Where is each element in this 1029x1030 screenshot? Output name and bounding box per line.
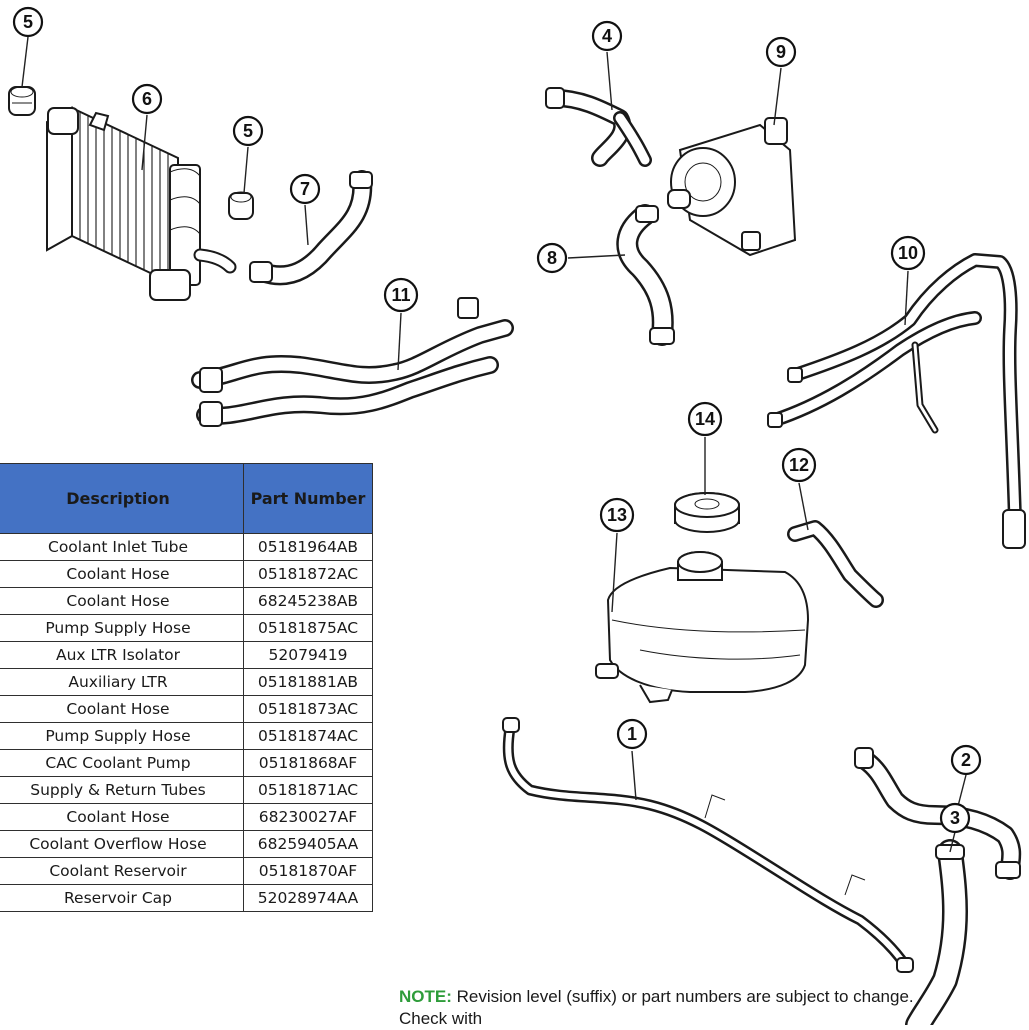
part-description: Auxiliary LTR	[0, 668, 244, 696]
callout-11: 11	[383, 277, 419, 313]
revision-note: NOTE: Revision level (suffix) or part nu…	[399, 986, 919, 1030]
callout-1: 1	[616, 718, 648, 750]
svg-text:6: 6	[142, 89, 152, 109]
part-description: Coolant Hose	[0, 587, 244, 615]
part-number: 68259405AA	[243, 830, 373, 858]
part-number: 68245238AB	[243, 587, 373, 615]
coolant-hose-2-drawing	[854, 747, 1022, 880]
part-number: 05181964AB	[243, 533, 373, 561]
callout-13: 13	[599, 497, 635, 533]
part-description: Coolant Overflow Hose	[0, 830, 244, 858]
pump-supply-hose-8-drawing	[616, 204, 675, 346]
description-header: Description	[0, 463, 244, 534]
leader-lines	[21, 36, 967, 853]
part-number: 05181868AF	[243, 749, 373, 777]
part-description: CAC Coolant Pump	[0, 749, 244, 777]
callout-3: 3	[939, 802, 971, 834]
part-description: Coolant Hose	[0, 803, 244, 831]
part-description: Reservoir Cap	[0, 884, 244, 912]
svg-text:3: 3	[950, 808, 960, 828]
part-number: 52079419	[243, 641, 373, 669]
part-description: Pump Supply Hose	[0, 614, 244, 642]
table-header-row: Description Part Number	[0, 463, 373, 534]
svg-text:7: 7	[300, 179, 310, 199]
part-number: 68230027AF	[243, 803, 373, 831]
part-number: 05181870AF	[243, 857, 373, 885]
callout-9: 9	[765, 36, 797, 68]
callout-14: 14	[687, 401, 723, 437]
svg-text:4: 4	[602, 26, 612, 46]
callout-2: 2	[950, 744, 982, 776]
part-description: Coolant Inlet Tube	[0, 533, 244, 561]
isolator-top-left	[8, 86, 36, 116]
part-description: Pump Supply Hose	[0, 722, 244, 750]
callout-6: 6	[131, 83, 163, 115]
coolant-hose-11-drawing	[191, 297, 514, 427]
svg-text:2: 2	[961, 750, 971, 770]
callout-5-top-left: 5	[12, 6, 44, 38]
callout-10: 10	[890, 235, 926, 271]
coolant-inlet-tube-drawing	[502, 717, 914, 973]
svg-text:13: 13	[607, 505, 627, 525]
svg-text:11: 11	[391, 285, 410, 305]
callout-4: 4	[591, 20, 623, 52]
callout-7: 7	[289, 173, 321, 205]
svg-text:10: 10	[898, 243, 918, 263]
part-number: 05181874AC	[243, 722, 373, 750]
part-number: 52028974AA	[243, 884, 373, 912]
svg-text:14: 14	[695, 409, 715, 429]
callout-5-middle: 5	[232, 115, 264, 147]
part-number: 05181875AC	[243, 614, 373, 642]
callout-12: 12	[781, 447, 817, 483]
note-label: NOTE:	[399, 987, 452, 1006]
part-description: Aux LTR Isolator	[0, 641, 244, 669]
part-number: 05181871AC	[243, 776, 373, 804]
coolant-hose-7-drawing	[249, 170, 373, 286]
part-number: 05181872AC	[243, 560, 373, 588]
svg-text:8: 8	[547, 248, 557, 268]
part-number: 05181873AC	[243, 695, 373, 723]
note-text: Revision level (suffix) or part numbers …	[399, 987, 914, 1028]
cac-coolant-pump-drawing	[667, 117, 797, 257]
reservoir-cap-drawing	[674, 492, 740, 533]
part-description: Coolant Reservoir	[0, 857, 244, 885]
part-number: 05181881AB	[243, 668, 373, 696]
pump-supply-hose-4-drawing	[545, 87, 652, 167]
svg-text:1: 1	[627, 724, 637, 744]
coolant-overflow-hose-drawing	[787, 520, 884, 608]
part-description: Coolant Hose	[0, 695, 244, 723]
auxiliary-ltr-drawing	[46, 106, 237, 301]
callout-8: 8	[536, 242, 568, 274]
part-description: Coolant Hose	[0, 560, 244, 588]
coolant-hose-3-drawing	[905, 839, 968, 1025]
svg-text:9: 9	[776, 42, 786, 62]
parts-table: Description Part Number Coolant Inlet Tu…	[0, 463, 373, 912]
svg-text:12: 12	[789, 455, 809, 475]
svg-text:5: 5	[243, 121, 253, 141]
part-number-header: Part Number	[243, 463, 373, 534]
isolator-middle	[228, 191, 254, 220]
svg-text:5: 5	[23, 12, 33, 32]
supply-return-tubes-drawing	[767, 253, 1026, 549]
coolant-reservoir-drawing	[595, 551, 810, 704]
part-description: Supply & Return Tubes	[0, 776, 244, 804]
